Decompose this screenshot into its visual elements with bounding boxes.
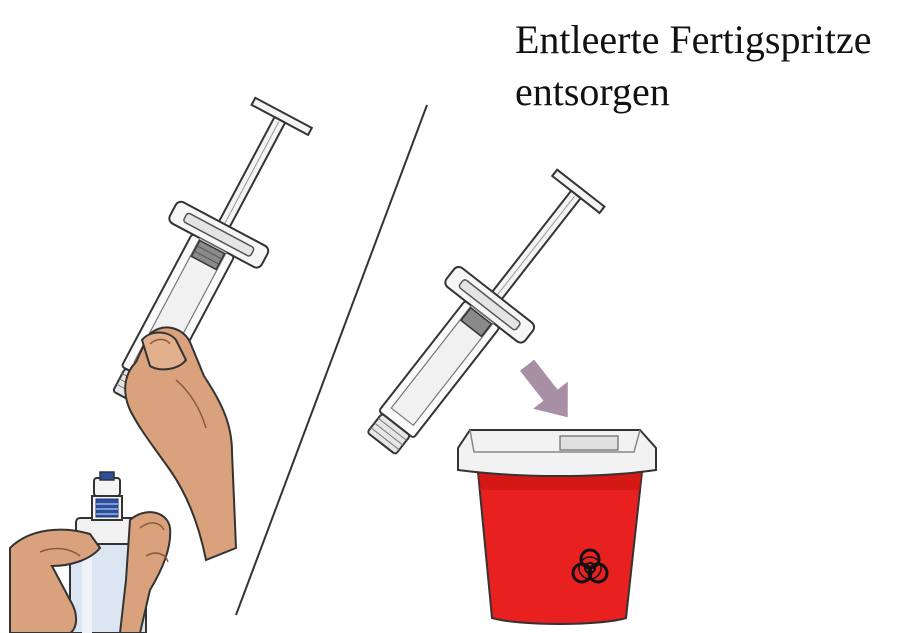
left-syringe bbox=[85, 88, 330, 425]
right-syringe bbox=[342, 157, 620, 474]
down-arrow-icon bbox=[510, 352, 585, 431]
divider-line bbox=[236, 105, 427, 615]
sharps-container-icon bbox=[458, 430, 656, 624]
